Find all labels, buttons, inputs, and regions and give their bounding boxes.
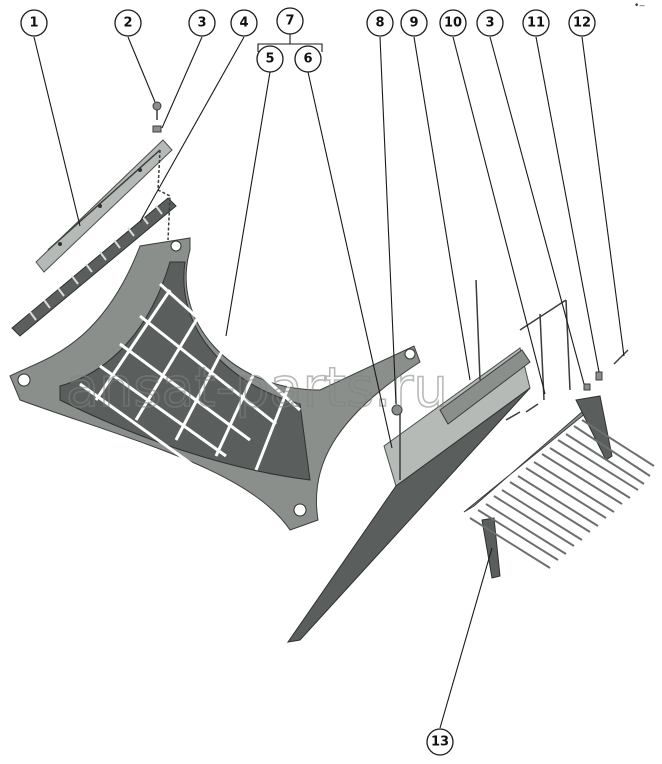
part-12-pin xyxy=(613,349,629,365)
callout-12: 12 xyxy=(568,9,596,37)
part-9-bracket xyxy=(439,279,545,425)
callout-4-label: 4 xyxy=(239,16,248,31)
part-4-slotted-strip xyxy=(11,197,177,337)
callout-2: 2 xyxy=(114,9,142,37)
watermark-text: ansat-parts.ru xyxy=(66,356,448,419)
callout-9: 9 xyxy=(400,9,428,37)
callout-11-label: 11 xyxy=(527,16,545,31)
callout-7-label: 7 xyxy=(285,14,294,29)
callout-3-top-label: 3 xyxy=(197,16,206,31)
callout-6-label: 6 xyxy=(303,52,312,67)
callout-5-label: 5 xyxy=(265,52,274,67)
callout-11: 11 xyxy=(522,9,550,37)
callout-6: 6 xyxy=(294,45,322,73)
part-13-wire-grate xyxy=(463,395,655,579)
corner-mark: •‒ xyxy=(634,1,645,11)
leader-lines xyxy=(33,34,625,729)
callout-13-label: 13 xyxy=(431,735,449,750)
callout-5: 5 xyxy=(256,45,284,73)
part-3-nut-top xyxy=(152,125,162,133)
loose-bolts xyxy=(505,403,539,421)
callout-10-label: 10 xyxy=(444,16,462,31)
concave-grate xyxy=(9,237,421,531)
callout-10: 10 xyxy=(439,9,467,37)
callout-3-right: 3 xyxy=(476,9,504,37)
part-1-top-strip xyxy=(35,139,173,273)
callout-3-top: 3 xyxy=(188,9,216,37)
callout-7: 7 xyxy=(276,7,304,35)
callout-12-label: 12 xyxy=(573,16,591,31)
part-11-clip xyxy=(583,371,603,391)
part-2-bolt xyxy=(152,101,162,120)
callout-9-label: 9 xyxy=(409,16,418,31)
part-8-washer xyxy=(391,404,403,416)
callout-1: 1 xyxy=(20,9,48,37)
callout-13: 13 xyxy=(426,728,454,756)
callout-4: 4 xyxy=(230,9,258,37)
callout-8: 8 xyxy=(366,9,394,37)
parts-illustration xyxy=(9,101,655,643)
callout-8-label: 8 xyxy=(375,16,384,31)
callout-3-right-label: 3 xyxy=(485,16,494,31)
callout-2-label: 2 xyxy=(123,16,132,31)
callout-1-label: 1 xyxy=(29,16,38,31)
